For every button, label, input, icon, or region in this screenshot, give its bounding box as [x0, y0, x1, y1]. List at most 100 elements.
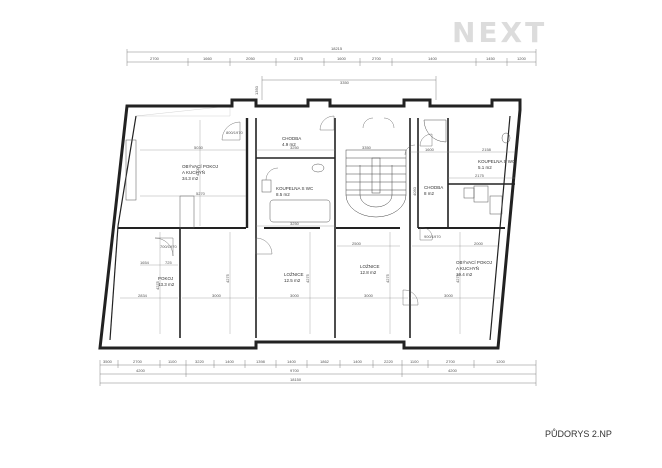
dim-text: 4275	[155, 280, 160, 290]
dim-text: 4275	[305, 273, 310, 283]
dim-text: 5270	[196, 191, 206, 196]
bottom-dim-7: 1400	[287, 359, 297, 364]
dim-text: 3000	[212, 293, 222, 298]
room-name: LOŽNICE	[284, 270, 304, 277]
room-west: POKOJ 13.3 m2	[158, 276, 175, 287]
dim-text: 4050	[412, 186, 417, 196]
room-name: POKOJ	[158, 276, 173, 281]
bottom-dim-4: 3220	[195, 359, 205, 364]
room-name-2: A KUCHYŇ	[456, 265, 479, 271]
bottom-dim-labels: 3500 2700 1100 3220 1400 1398 1400 1862 …	[103, 359, 506, 382]
interior-dimension-lines	[120, 120, 515, 334]
room-living-kitchen-east: OBÝVACÍ POKOJ A KUCHYŇ 19.4 m2	[456, 259, 492, 277]
dim-text: 3250	[290, 221, 300, 226]
top-dim-9: 1200	[517, 56, 527, 61]
interior-dim-labels: 5030 5270 3250 3250 1654 725 2834 3000 3…	[138, 130, 492, 298]
door-label: 700/1970	[160, 244, 177, 249]
room-name: CHODBA	[424, 185, 443, 190]
room-bedroom-2: LOŽNICE 12.8 m2	[360, 262, 380, 275]
room-area: 5.1 m2	[478, 165, 492, 170]
next-logo: NEXT	[452, 16, 548, 49]
bottom-dim-10: 2220	[384, 359, 394, 364]
dim-text: 3000	[444, 293, 454, 298]
room-bath-2: KOUPELNA S WC 5.1 m2	[478, 159, 516, 170]
top-dim-2: 1660	[203, 56, 213, 61]
dim-text: 5030	[194, 145, 204, 150]
bottom-dim-13: 1200	[496, 359, 506, 364]
dim-text: 3350	[362, 145, 372, 150]
dim-text: 2175	[475, 173, 485, 178]
top-dim-4: 2175	[294, 56, 304, 61]
room-bath-1: KOUPELNA S WC 8.5 m2	[276, 186, 314, 197]
dim-text: 4275	[225, 273, 230, 283]
room-area: 12.5 m2	[284, 278, 301, 283]
room-name: CHODBA	[282, 136, 301, 141]
dim-text: 1600	[425, 147, 435, 152]
room-area: 19.4 m2	[456, 272, 473, 277]
dim-text: 725	[165, 260, 172, 265]
dim-text: 4275	[455, 273, 460, 283]
top-dim-stair-depth: 1350	[254, 85, 259, 95]
dim-text: 2500	[352, 241, 362, 246]
room-name: KOUPELNA S WC	[276, 186, 314, 191]
dim-text: 3000	[364, 293, 374, 298]
top-dim-3: 2050	[246, 56, 256, 61]
washbasin-icon-2	[473, 185, 489, 203]
room-area: 8 m2	[424, 191, 435, 196]
room-name: OBÝVACÍ POKOJ	[182, 163, 218, 169]
bottom-dim-11: 1100	[410, 359, 419, 364]
bottom-dim-1: 3500	[103, 359, 113, 364]
top-dim-6: 2700	[372, 56, 382, 61]
room-area: 4.9 m2	[282, 142, 296, 147]
bottom-dim-8: 1862	[320, 359, 330, 364]
toilet-icon-2	[501, 132, 511, 144]
corner-bathtub-icon	[423, 119, 447, 143]
washbasin-icon	[261, 179, 272, 193]
top-dim-7: 1400	[428, 56, 438, 61]
dim-text: 1654	[140, 260, 150, 265]
fixtures	[125, 119, 511, 229]
bottom-group-right: 4200	[448, 368, 458, 373]
dim-total-top: 18215	[331, 46, 343, 51]
dim-text: 3250	[290, 145, 300, 150]
room-hall-1: CHODBA 4.9 m2	[282, 136, 301, 147]
room-area: 13.3 m2	[158, 282, 175, 287]
dim-text: 3000	[290, 293, 300, 298]
top-dim-1: 2700	[150, 56, 160, 61]
top-dimension-lines	[126, 49, 537, 100]
top-dim-stair: 3350	[340, 80, 350, 85]
room-labels: OBÝVACÍ POKOJ A KUCHYŇ 34.3 m2 CHODBA 4.…	[158, 136, 516, 287]
room-name-2: A KUCHYŇ	[182, 169, 205, 175]
door-label: 900/1970	[424, 234, 441, 239]
bottom-dim-5: 1400	[225, 359, 235, 364]
top-dim-8: 1450	[486, 56, 496, 61]
top-dim-labels: 2700 1660 2050 2175 1600 2700 1400 1450 …	[150, 56, 527, 95]
bottom-dim-9: 1400	[353, 359, 363, 364]
bottom-total: 18150	[290, 377, 302, 382]
room-name: KOUPELNA S WC	[478, 159, 516, 164]
room-name: LOŽNICE	[360, 262, 380, 269]
bottom-group-middle: 9700	[290, 368, 300, 373]
toilet-icon	[311, 163, 325, 173]
bottom-dim-2: 2700	[133, 359, 143, 364]
dim-text: 4700	[195, 166, 200, 176]
room-name: OBÝVACÍ POKOJ	[456, 259, 492, 265]
plan-caption: PŮDORYS 2.NP	[545, 429, 612, 439]
room-area: 8.5 m2	[276, 192, 290, 197]
bottom-dimension-lines	[99, 360, 537, 386]
dim-text: 4275	[385, 273, 390, 283]
bottom-dim-6: 1398	[256, 359, 266, 364]
bottom-group-left: 4200	[136, 368, 146, 373]
room-area: 12.8 m2	[360, 270, 377, 275]
top-dim-5: 1600	[337, 56, 347, 61]
bottom-dim-3: 1100	[168, 359, 177, 364]
building-walls	[98, 98, 522, 350]
dim-text: 2000	[474, 241, 484, 246]
room-bedroom-1: LOŽNICE 12.5 m2	[284, 270, 304, 283]
bottom-dim-12: 2700	[446, 359, 456, 364]
dim-text: 2834	[138, 293, 148, 298]
door-label: 800/1970	[226, 130, 243, 135]
staircase	[345, 149, 407, 218]
door-swings	[154, 115, 433, 306]
